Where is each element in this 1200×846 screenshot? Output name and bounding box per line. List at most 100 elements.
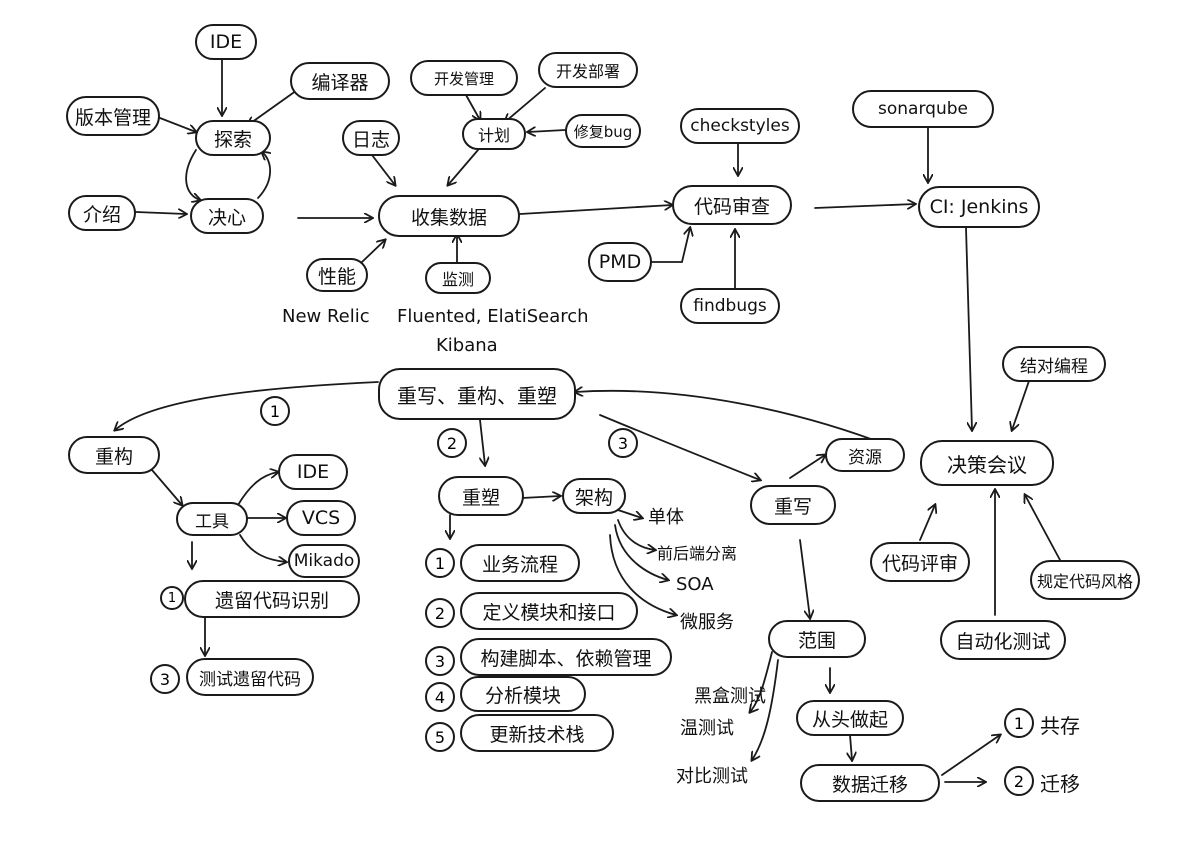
blackbox-test-label: 黑盒测试: [694, 686, 766, 707]
findbugs-node: findbugs: [680, 288, 780, 324]
edge-review-ci: [814, 204, 915, 208]
build-scripts-node: 构建脚本、依赖管理: [460, 638, 672, 676]
edge-arch-micro: [609, 534, 676, 615]
edge-scope-compare: [752, 659, 779, 760]
migrate-number: 2: [1004, 766, 1034, 796]
front-back-label: 前后端分离: [657, 544, 738, 563]
branch-number-2: 2: [437, 428, 467, 458]
edge-decision-main: [575, 391, 901, 451]
edge-explore-decide: [185, 149, 200, 200]
edge-logs-collect: [371, 154, 395, 185]
perf-node: 性能: [306, 258, 368, 292]
edge-plan-decision: [1025, 495, 1061, 561]
ci-jenkins-node: CI: Jenkins: [918, 186, 1040, 228]
architecture-node: 架构: [562, 478, 626, 514]
update-tech-node: 更新技术栈: [460, 714, 614, 752]
microservice-label: 微服务: [680, 612, 734, 633]
vcs-node: VCS: [286, 500, 356, 536]
plan-node: 计划: [462, 118, 526, 150]
edge-ci-decision: [965, 227, 972, 430]
refactor-node: 重构: [68, 436, 160, 474]
soa-label: SOA: [676, 574, 714, 595]
auto-test-node: 自动化测试: [940, 620, 1066, 660]
edge-tools-ide: [237, 472, 278, 506]
pmd-node: PMD: [588, 242, 652, 282]
edge-arch-soa: [614, 524, 668, 580]
scope-node: 范围: [768, 620, 866, 658]
checkstyles-node: checkstyles: [680, 108, 800, 144]
compare-test-label: 对比测试: [676, 766, 748, 787]
mikado-node: Mikado: [288, 544, 360, 578]
resources-node: 资源: [825, 438, 905, 472]
warm-test-label: 温测试: [680, 718, 734, 739]
reshape-step-1: 1: [425, 548, 455, 578]
legacy-number: 1: [160, 586, 184, 610]
monolith-label: 单体: [648, 507, 684, 528]
test-legacy-code-node: 测试遗留代码: [186, 658, 314, 696]
edge-rewrite-scope: [799, 539, 810, 618]
edge-compiler-explore: [248, 87, 301, 125]
compiler-node: 编译器: [290, 62, 390, 100]
explore-node: 探索: [195, 120, 271, 156]
sonarqube-node: sonarqube: [852, 90, 994, 128]
collect-data-node: 收集数据: [378, 195, 520, 237]
monitor-node: 监测: [425, 262, 491, 294]
edge-pair-decision: [1012, 377, 1031, 430]
migrate-label: 迁移: [1040, 772, 1080, 796]
edge-main-refactor: [115, 381, 379, 430]
legacy-code-id-node: 遗留代码识别: [184, 580, 360, 618]
edge-perf-collect: [361, 240, 385, 263]
edge-plan-collect: [448, 149, 479, 185]
edge-collect-review: [519, 205, 672, 215]
edge-scratch-migration: [850, 734, 852, 760]
edge-main-reshape: [479, 419, 485, 465]
rewrite-refactor-reshape-node: 重写、重构、重塑: [378, 368, 576, 420]
edge-devdeploy-plan: [505, 87, 546, 122]
ide-node: IDE: [195, 24, 257, 60]
kibana-label: Kibana: [436, 335, 498, 356]
decision-meeting-node: 决策会议: [920, 440, 1054, 486]
ide-tool-node: IDE: [278, 454, 348, 490]
edge-scope-blackbox: [750, 651, 773, 712]
branch-number-1: 1: [260, 396, 290, 426]
split-modules-node: 分析模块: [460, 676, 586, 712]
edge-tools-mikado: [239, 534, 286, 562]
rewrite-node: 重写: [750, 485, 836, 525]
fix-bug-node: 修复bug: [565, 114, 641, 148]
version-mgmt-node: 版本管理: [66, 96, 160, 136]
fluentd-label: Fluented, ElatiSearch: [397, 306, 589, 327]
define-modules-node: 定义模块和接口: [460, 592, 638, 630]
edge-reshape-arch: [521, 496, 560, 498]
branch-number-3: 3: [608, 428, 638, 458]
data-migration-node: 数据迁移: [800, 764, 940, 802]
edge-review-decision: [919, 505, 935, 541]
coexist-label: 共存: [1040, 714, 1080, 738]
dev-deploy-node: 开发部署: [538, 52, 638, 88]
dev-mgmt-node: 开发管理: [410, 60, 518, 96]
edge-main-rewrite: [599, 414, 760, 480]
edge-pmd-review: [649, 228, 690, 263]
edge-version-explore: [159, 117, 196, 132]
business-flow-node: 业务流程: [460, 544, 580, 582]
reshape-step-5: 5: [425, 722, 455, 752]
edge-rewrite-resources: [789, 455, 825, 479]
tools-node: 工具: [176, 502, 248, 536]
pair-programming-node: 结对编程: [1002, 346, 1106, 382]
reshape-step-3: 3: [425, 646, 455, 676]
edge-arch-monolith: [617, 509, 642, 518]
from-scratch-node: 从头做起: [796, 700, 904, 736]
code-review-node: 代码审查: [672, 185, 792, 225]
coexist-number: 1: [1004, 708, 1034, 738]
edge-devmgmt-plan: [465, 94, 480, 120]
edge-decide-explore: [257, 152, 270, 199]
logs-node: 日志: [342, 120, 400, 156]
edge-arch-fb: [617, 519, 655, 550]
edge-intro-decide: [135, 212, 186, 214]
edge-fixbug-plan: [528, 130, 566, 132]
intro-node: 介绍: [68, 195, 136, 231]
new-relic-label: New Relic: [282, 306, 370, 327]
reshape-node: 重塑: [438, 476, 524, 516]
decide-node: 决心: [190, 198, 264, 234]
